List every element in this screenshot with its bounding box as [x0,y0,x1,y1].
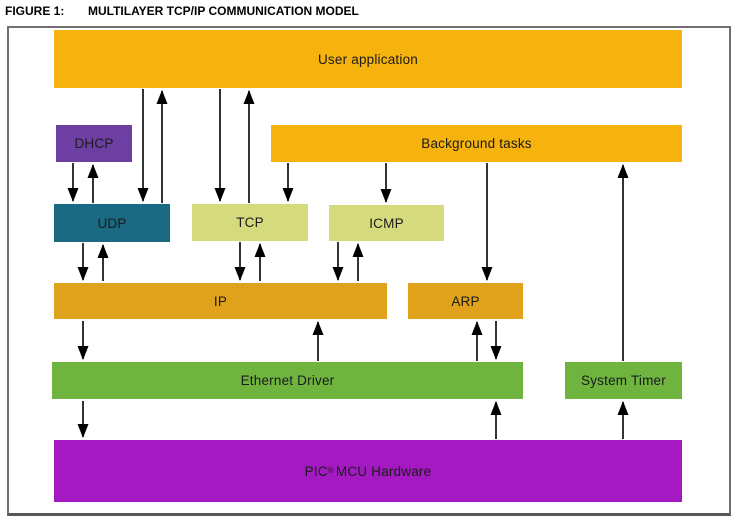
node-dhcp: DHCP [56,125,132,162]
node-tcp: TCP [192,204,308,241]
node-ethernet-driver: Ethernet Driver [52,362,523,399]
figure-title: MULTILAYER TCP/IP COMMUNICATION MODEL [88,4,359,18]
node-background-tasks: Background tasks [271,125,682,162]
node-user-application: User application [54,30,682,88]
node-ip: IP [54,283,387,319]
figure-number: FIGURE 1: [5,4,65,18]
node-udp: UDP [54,204,170,242]
node-arp: ARP [408,283,523,319]
node-pic-mcu-hardware: PIC® MCU Hardware [54,440,682,502]
diagram-frame [7,26,731,516]
node-system-timer: System Timer [565,362,682,399]
node-icmp: ICMP [329,205,444,241]
